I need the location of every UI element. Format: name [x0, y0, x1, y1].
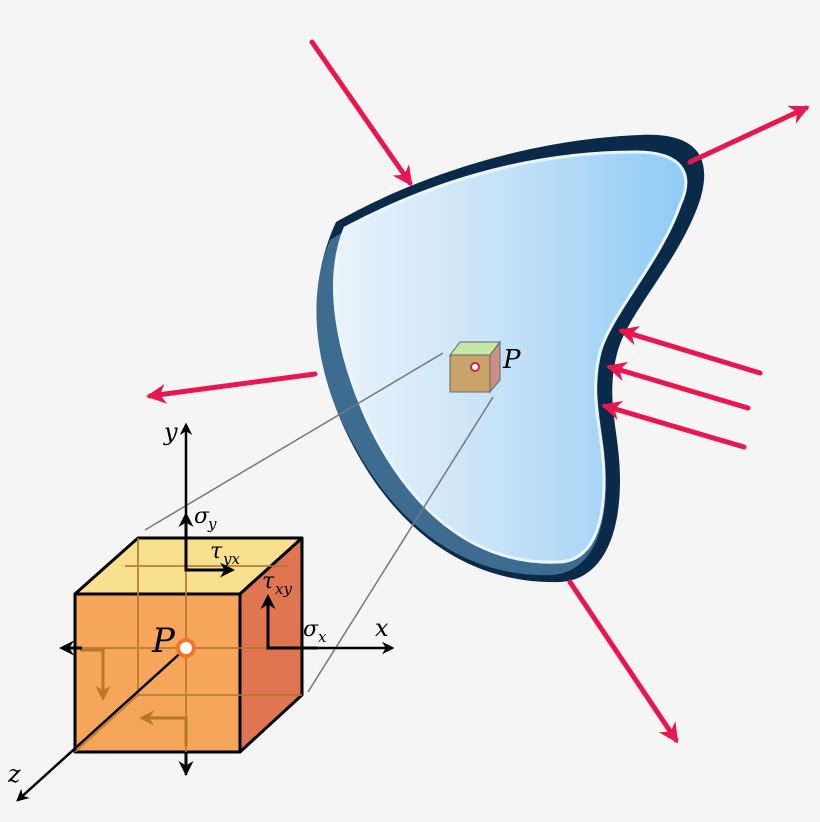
- point-marker-small: [470, 362, 480, 372]
- tau-xy-label: τ xy: [262, 569, 292, 598]
- z-axis: [16, 647, 187, 802]
- force-arrow-right-1: [618, 326, 763, 376]
- svg-text:xy: xy: [275, 580, 292, 598]
- svg-text:τ: τ: [262, 569, 275, 594]
- svg-text:τ: τ: [210, 539, 223, 564]
- small-element-cube: [448, 340, 502, 394]
- svg-text:σ: σ: [194, 504, 210, 529]
- force-arrow-right-up: [687, 105, 810, 165]
- point-label-small: P: [502, 345, 521, 375]
- svg-text:x: x: [318, 628, 327, 646]
- force-arrow-top: [309, 39, 413, 187]
- stress-element-cube: [73, 536, 304, 754]
- point-marker-large: [176, 638, 196, 658]
- shear-arrows-front: [80, 648, 188, 746]
- force-arrow-right-2: [606, 361, 751, 411]
- body-face: [333, 150, 688, 564]
- svg-text:yx: yx: [222, 550, 240, 568]
- y-axis-label: y: [163, 418, 178, 446]
- force-arrow-right-3: [601, 400, 747, 450]
- svg-text:σ: σ: [303, 617, 319, 642]
- force-arrow-left: [146, 371, 318, 404]
- shear-arrow-left: [80, 648, 111, 701]
- guide-line-bottom: [307, 396, 494, 693]
- tau-yx-arrow: [184, 544, 235, 578]
- sigma-x-label: σ x: [303, 617, 327, 646]
- force-arrow-bottom: [567, 579, 679, 744]
- z-axis-label: z: [7, 760, 21, 788]
- tau-yx-label: τ yx: [210, 539, 240, 568]
- shear-arrow-bottom: [139, 710, 188, 746]
- guide-line-top: [144, 352, 444, 531]
- external-forces: [146, 39, 810, 744]
- point-label-large: P: [151, 621, 176, 661]
- tau-xy-arrow: [260, 594, 296, 650]
- x-axis-label: x: [375, 614, 389, 642]
- loaded-body: [316, 134, 705, 583]
- sigma-y-label: σ y: [194, 504, 217, 533]
- svg-text:y: y: [207, 515, 217, 533]
